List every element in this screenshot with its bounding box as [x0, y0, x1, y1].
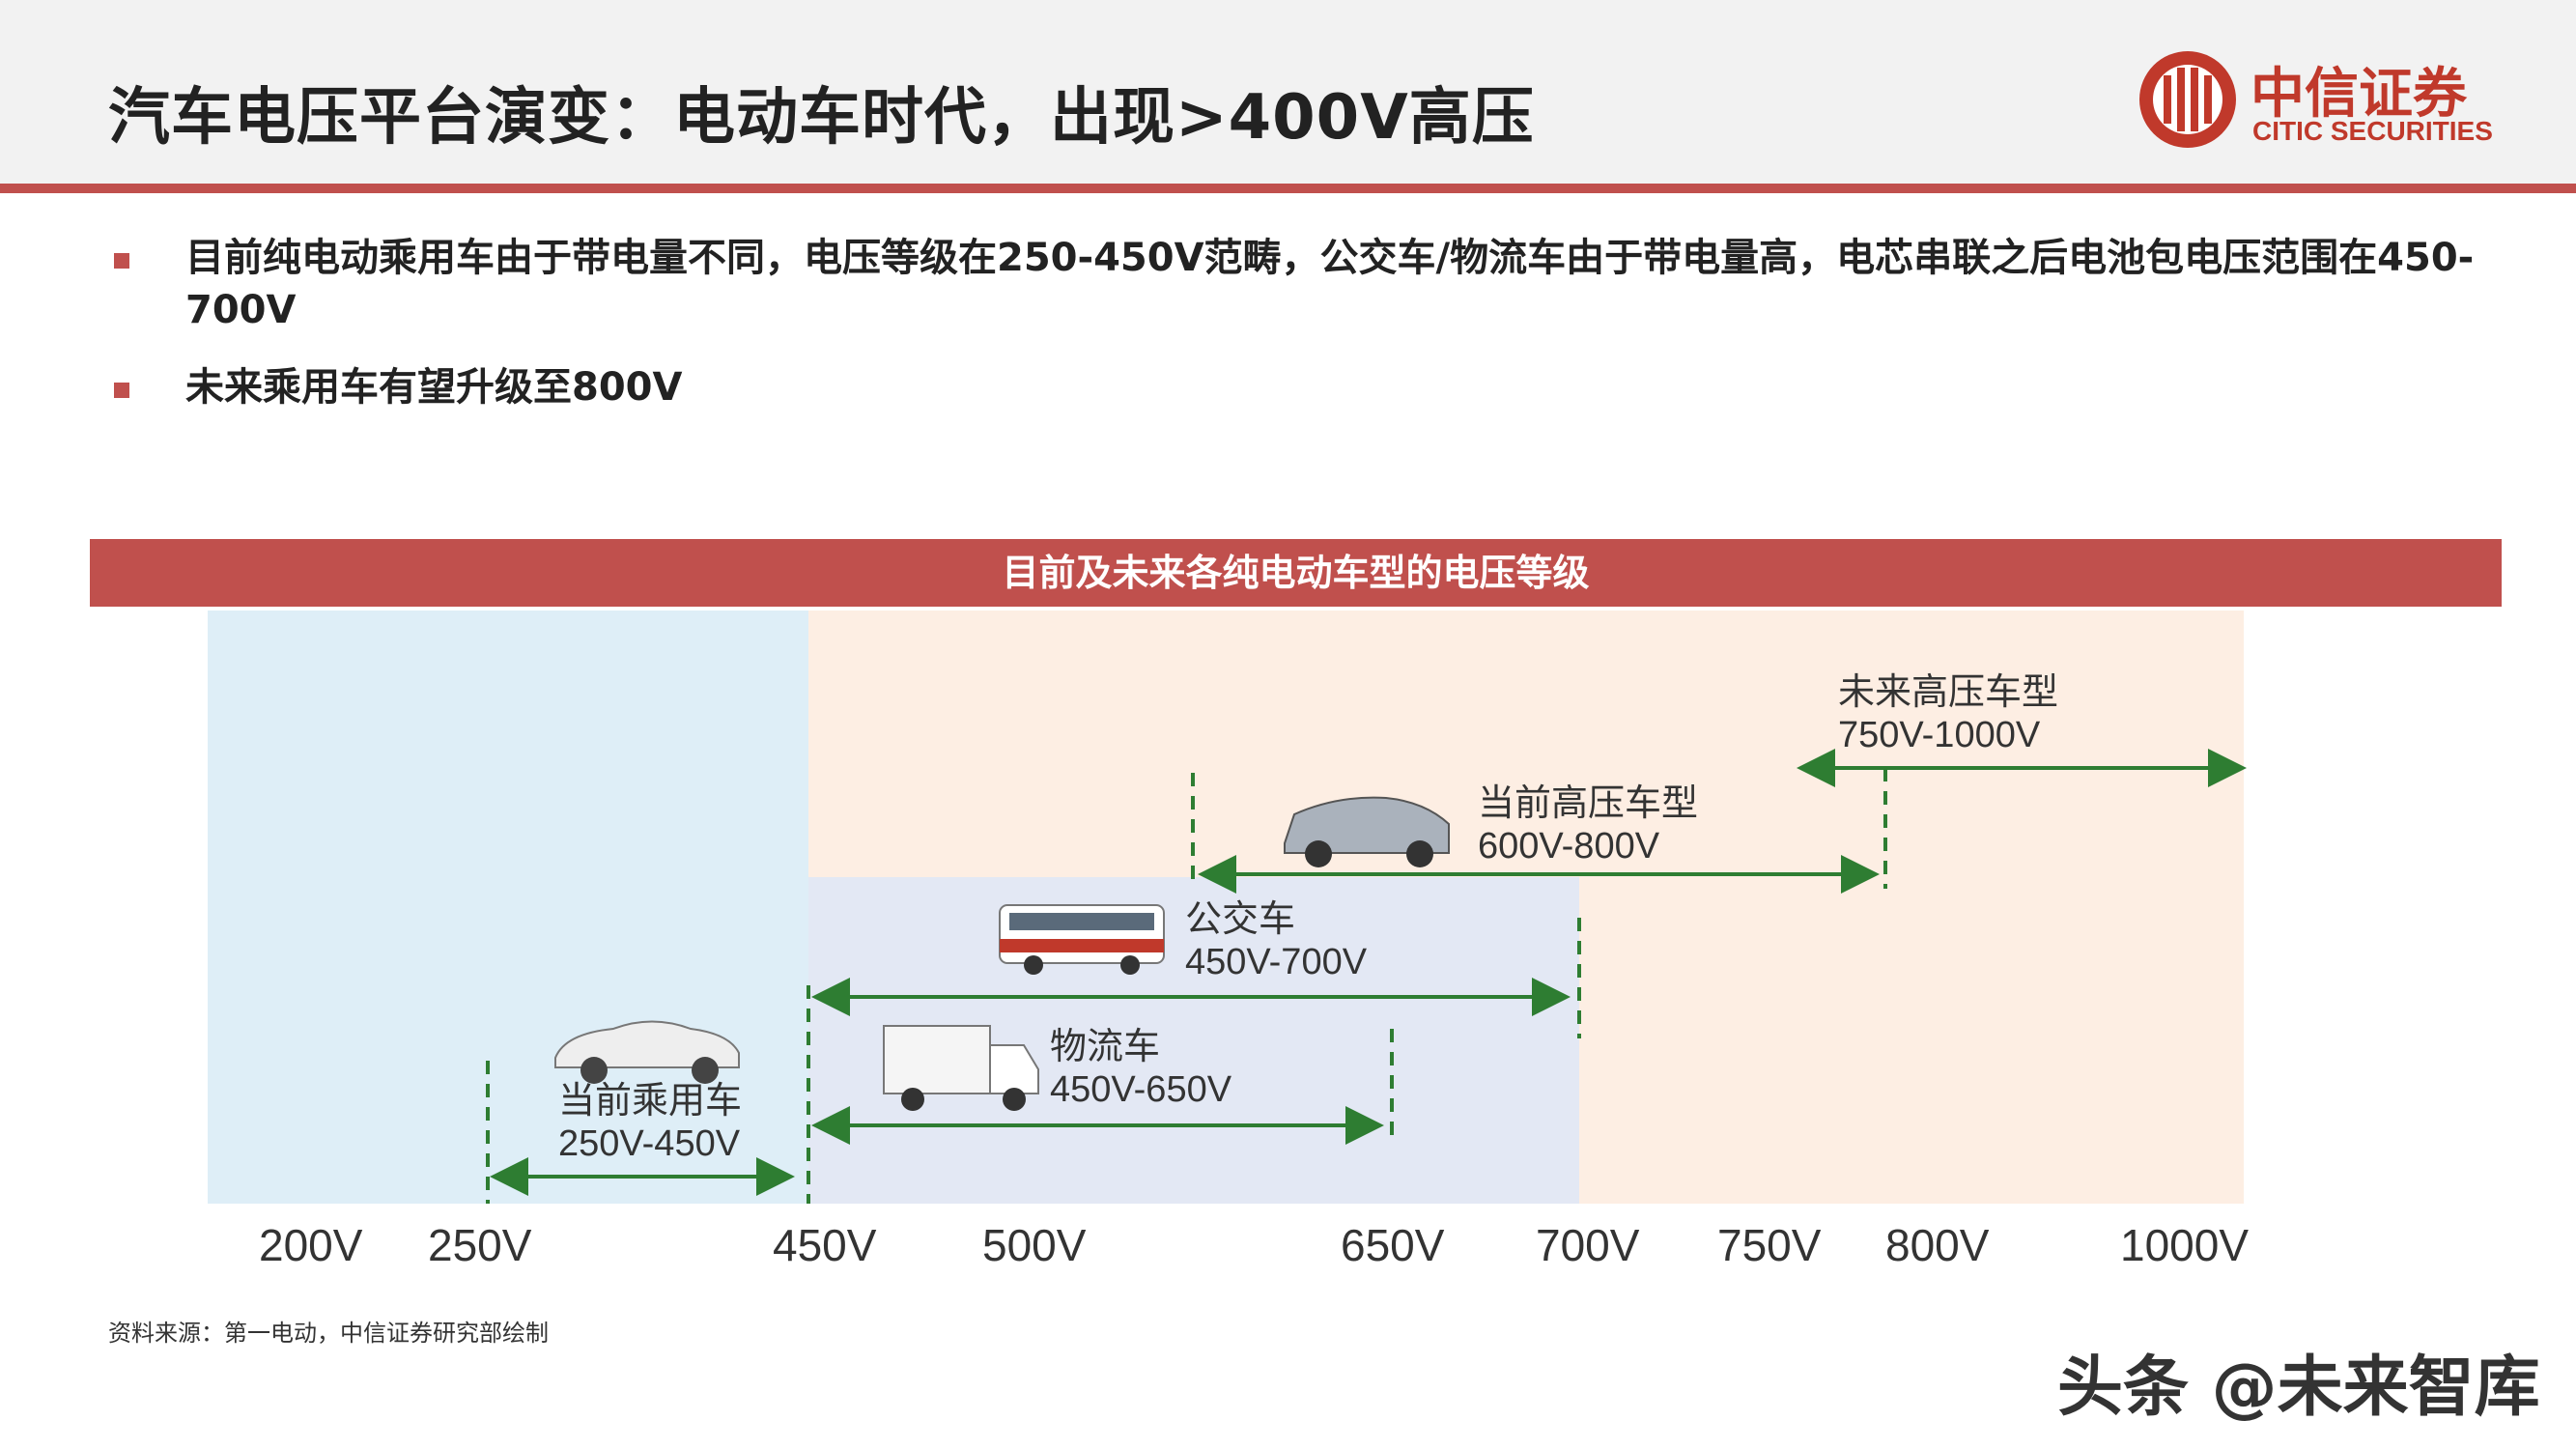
arrow-passenger-car: [486, 985, 810, 1204]
truck-icon: [883, 1025, 1039, 1111]
segment-range: 250V-450V: [558, 1123, 741, 1164]
axis-label: 700V: [1536, 1220, 1640, 1270]
axis-label: 250V: [428, 1220, 532, 1270]
arrow-logistics: [811, 1029, 1394, 1145]
citic-logo: 中信证券 CITIC SECURITIES: [2135, 46, 2502, 153]
watermark: 头条 @未来智库: [2057, 1350, 2540, 1426]
source-note: 资料来源：第一电动，中信证券研究部绘制: [108, 1320, 549, 1347]
axis-label: 1000V: [2120, 1220, 2250, 1270]
bullet-square-icon: [114, 253, 129, 269]
segment-label-future: 未来高压车型 750V-1000V: [1838, 671, 2058, 756]
bullet-text: 未来乘用车有望升级至800V: [185, 365, 683, 410]
bullet-item: 目前纯电动乘用车由于带电量不同，电压等级在250-450V范畴，公交车/物流车由…: [108, 232, 2475, 336]
axis-label: 650V: [1341, 1220, 1445, 1270]
bullet-square-icon: [114, 383, 129, 398]
sedan-icon: [554, 1020, 740, 1084]
page-title: 汽车电压平台演变：电动车时代，出现>400V高压: [108, 82, 1535, 154]
segment-range: 450V-650V: [1050, 1069, 1232, 1110]
logo-en-text: CITIC SECURITIES: [2252, 116, 2493, 146]
axis-label: 450V: [773, 1220, 877, 1270]
arrow-bus: [811, 918, 1581, 1038]
segment-name: 公交车: [1185, 899, 1296, 940]
segment-range: 450V-700V: [1185, 942, 1368, 982]
arrow-high-voltage: [1191, 768, 1887, 894]
logo-cn-text: 中信证券: [2250, 62, 2467, 126]
bullet-list: 目前纯电动乘用车由于带电量不同，电压等级在250-450V范畴，公交车/物流车由…: [108, 232, 2475, 439]
current-zone: [208, 611, 808, 1204]
bullet-text: 目前纯电动乘用车由于带电量不同，电压等级在250-450V范畴，公交车/物流车由…: [185, 236, 2475, 332]
segment-range: 600V-800V: [1478, 826, 1660, 867]
header-divider: [0, 184, 2576, 193]
segment-name: 未来高压车型: [1838, 672, 2059, 713]
axis-label: 500V: [982, 1220, 1087, 1270]
segment-label-passenger-car: 当前乘用车 250V-450V: [558, 1080, 742, 1165]
segment-name: 当前乘用车: [558, 1081, 743, 1122]
segment-name: 物流车: [1050, 1027, 1161, 1067]
bullet-item: 未来乘用车有望升级至800V: [108, 361, 2475, 413]
bus-icon: [999, 904, 1165, 975]
segment-name: 当前高压车型: [1478, 783, 1699, 824]
suv-icon: [1284, 796, 1450, 867]
diagram-banner: 目前及未来各纯电动车型的电压等级: [90, 539, 2502, 607]
axis-label: 800V: [1885, 1220, 1990, 1270]
citic-emblem-icon: [2139, 51, 2236, 148]
axis-label: 200V: [259, 1220, 363, 1270]
axis-label: 750V: [1717, 1220, 1822, 1270]
segment-label-logistics: 物流车 450V-650V: [1050, 1026, 1231, 1111]
segment-label-high-voltage: 当前高压车型 600V-800V: [1478, 782, 1698, 867]
segment-label-bus: 公交车 450V-700V: [1185, 898, 1367, 983]
segment-range: 750V-1000V: [1838, 715, 2041, 755]
